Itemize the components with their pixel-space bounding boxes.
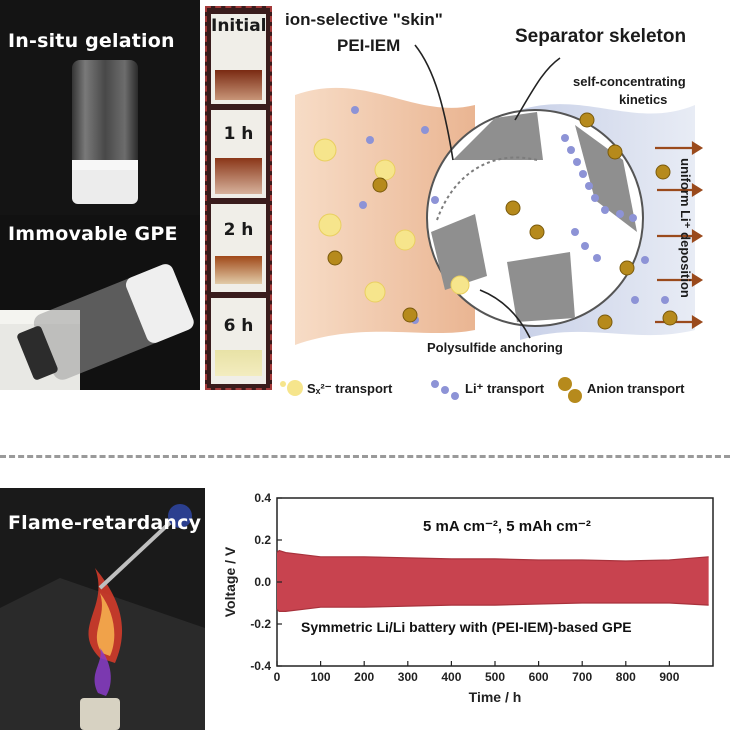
flame-photo: Flame-retardancy xyxy=(0,488,205,730)
skin-pointer xyxy=(414,44,454,161)
x-tick-label: 500 xyxy=(485,670,505,684)
skeleton-pointer xyxy=(514,57,561,121)
vial-upright-image xyxy=(72,60,138,204)
gelation-photo: In-situ gelation xyxy=(0,0,200,215)
gelation-label: In-situ gelation xyxy=(8,30,175,52)
pei-label: PEI-IEM xyxy=(337,36,401,55)
skeleton-label: Separator skeleton xyxy=(515,26,687,47)
anions xyxy=(327,112,678,330)
voltage-chart-svg: 0 100 200 300 400 500 600 700 800 900 0.4 0.2 0.0 -0.… xyxy=(222,491,714,705)
time-frame-6h: 6 h xyxy=(211,298,266,384)
x-axis-label: Time / h xyxy=(469,689,522,705)
skin-outline xyxy=(436,156,538,221)
y-tick-label: -0.4 xyxy=(250,659,271,673)
y-tick-label: 0.4 xyxy=(254,491,271,505)
legend-li-label: Li⁺ transport xyxy=(465,381,545,396)
time-label-6h: 6 h xyxy=(223,316,254,336)
time-series-panel: Initial 1 h 2 h 6 h xyxy=(205,6,272,390)
immovable-label: Immovable GPE xyxy=(8,223,178,245)
deposition-label: uniform Li⁺ deposition xyxy=(677,158,693,298)
x-tick-label: 900 xyxy=(659,670,679,684)
time-frame-2h: 2 h xyxy=(211,204,266,292)
kinetics-label-line1: self-concentrating xyxy=(573,74,686,89)
solution-1h xyxy=(215,158,262,194)
vial-inverted-image xyxy=(0,264,194,390)
legend-anion-label: Anion transport xyxy=(587,381,685,396)
kinetics-label-line2: kinetics xyxy=(619,92,668,107)
time-frame-1h: 1 h xyxy=(211,110,266,198)
flame-label: Flame-retardancy xyxy=(8,512,202,534)
y-tick-label: 0.2 xyxy=(254,533,271,547)
chart-condition-label: 5 mA cm⁻², 5 mAh cm⁻² xyxy=(423,518,591,535)
time-label-1h: 1 h xyxy=(223,124,254,144)
time-label-2h: 2 h xyxy=(223,220,254,240)
x-tick-label: 0 xyxy=(274,670,281,684)
anchoring-label: Polysulfide anchoring xyxy=(427,340,563,355)
skin-label: ion-selective "skin" xyxy=(285,10,443,29)
schematic-drawing xyxy=(280,44,704,403)
section-divider xyxy=(0,455,730,458)
skeleton-bottom xyxy=(507,252,575,322)
solution-initial xyxy=(215,70,262,100)
polysulfide-particles xyxy=(313,138,470,303)
x-tick-label: 700 xyxy=(572,670,592,684)
flame-test-image xyxy=(0,504,205,730)
voltage-chart: 0 100 200 300 400 500 600 700 800 900 0.4 0.2 0.0 -0.… xyxy=(205,488,730,730)
voltage-lower-edge-0 xyxy=(276,602,709,613)
y-axis-label: Voltage / V xyxy=(222,546,238,617)
time-label-initial: Initial xyxy=(211,16,267,36)
deposition-arrows xyxy=(655,141,704,329)
skeleton-top xyxy=(453,112,543,160)
anchoring-pointer xyxy=(479,289,531,339)
legend-icons xyxy=(280,377,582,403)
li-ions xyxy=(351,106,669,324)
legend-polysulfide-label: Sₓ²⁻ transport xyxy=(307,381,393,396)
voltage-band-series-0 xyxy=(277,550,709,612)
x-tick-label: 800 xyxy=(616,670,636,684)
skeleton-left xyxy=(431,214,487,290)
chart-annotation: Symmetric Li/Li battery with (PEI-IEM)-b… xyxy=(301,619,632,635)
x-tick-label: 600 xyxy=(529,670,549,684)
voltage-upper-edge-0 xyxy=(276,549,709,562)
polysulfide-side-band xyxy=(295,87,475,346)
immovable-photo: Immovable GPE xyxy=(0,215,200,390)
skeleton-right xyxy=(575,125,637,232)
x-tick-label: 400 xyxy=(441,670,461,684)
time-frame-initial: Initial xyxy=(211,14,267,104)
x-tick-label: 100 xyxy=(311,670,331,684)
y-tick-label: 0.0 xyxy=(254,575,271,589)
x-tick-label: 200 xyxy=(354,670,374,684)
y-tick-label: -0.2 xyxy=(250,617,271,631)
solution-6h xyxy=(215,350,262,376)
solution-2h xyxy=(215,256,262,284)
schematic: ion-selective "skin" PEI-IEM Separator s… xyxy=(275,0,730,410)
x-tick-label: 300 xyxy=(398,670,418,684)
